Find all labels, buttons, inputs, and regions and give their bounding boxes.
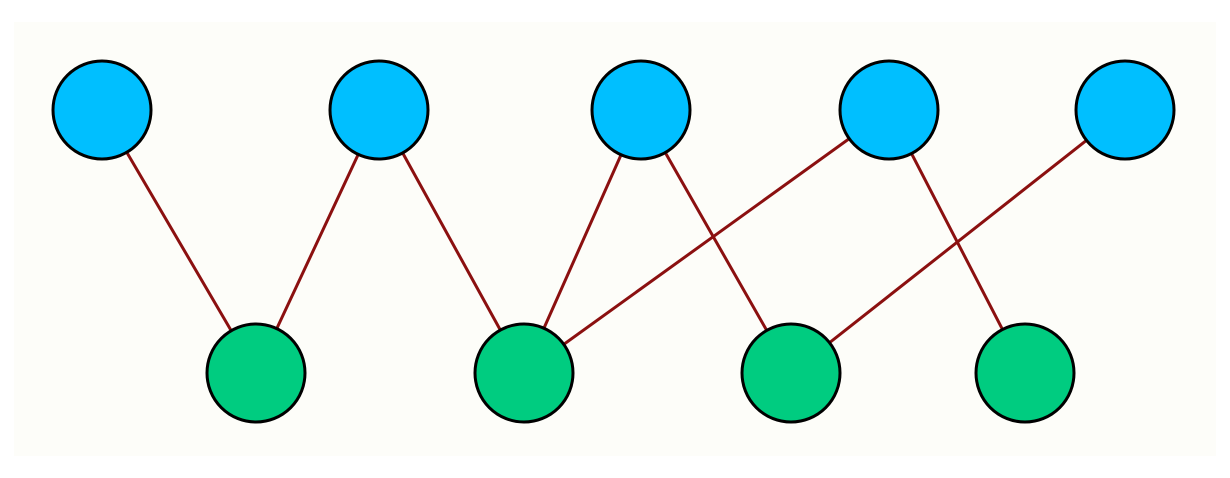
edge-t1-b1 <box>100 108 258 375</box>
bottom-node-b4 <box>974 322 1076 424</box>
nodes-layer <box>51 59 1176 424</box>
top-node-t5 <box>1074 59 1176 161</box>
top-node-t3 <box>590 59 692 161</box>
edge-t4-b2 <box>522 108 891 375</box>
top-node-t4 <box>838 59 940 161</box>
bottom-node-b3 <box>740 322 842 424</box>
top-node-t1 <box>51 59 153 161</box>
bottom-node-b2 <box>473 322 575 424</box>
edge-t5-b3 <box>789 108 1127 375</box>
top-node-t2 <box>328 59 430 161</box>
bottom-node-b1 <box>205 322 307 424</box>
